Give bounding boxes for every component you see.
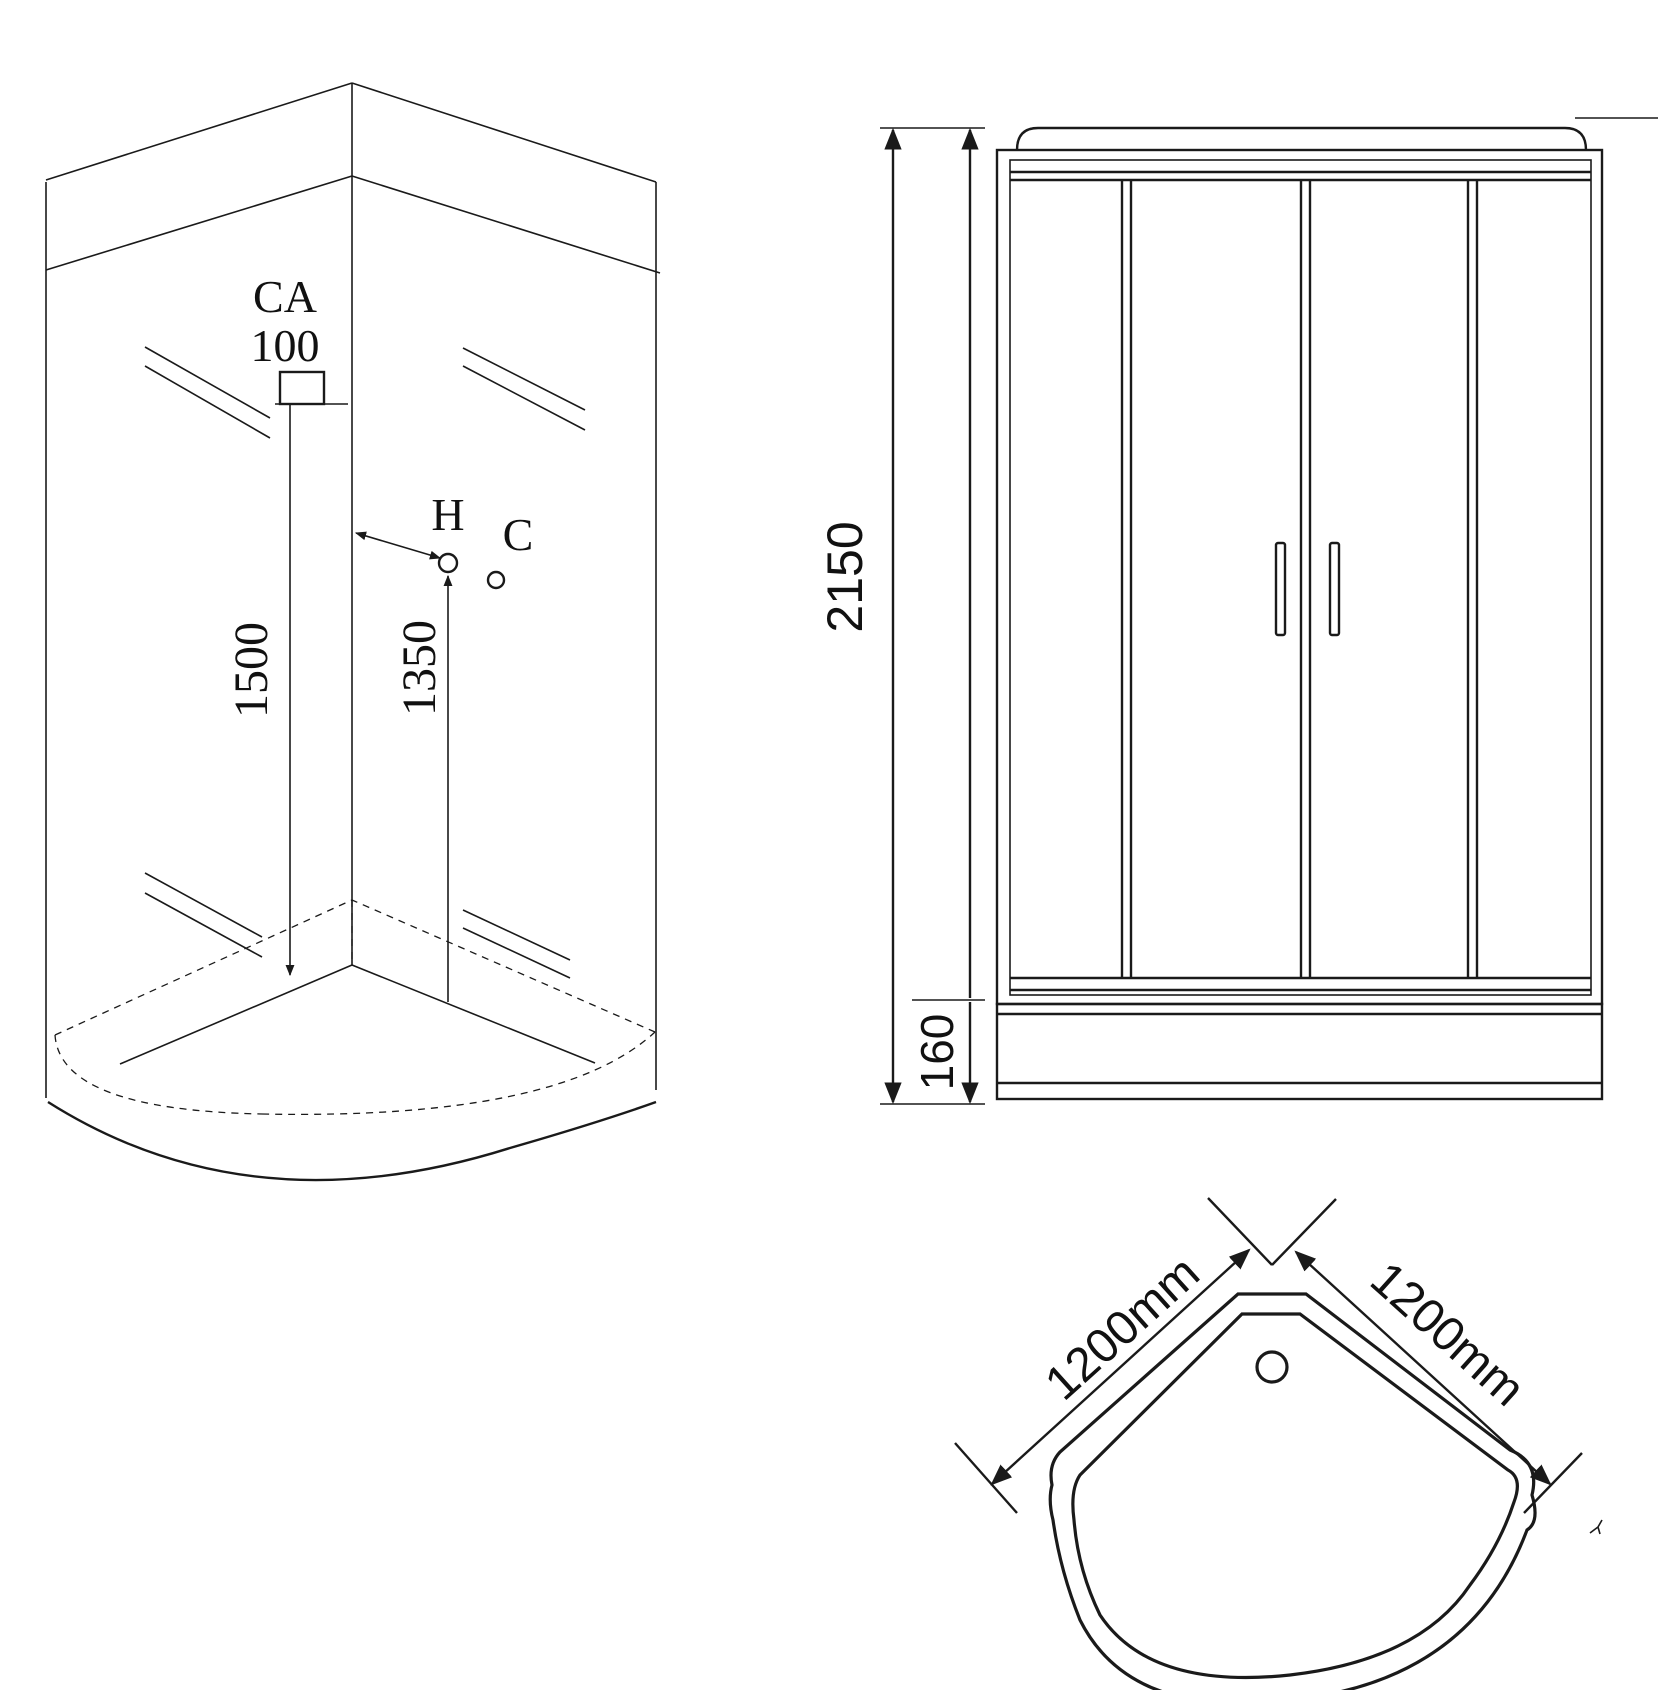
plan-corner-ticks	[954, 1197, 1583, 1514]
front-elevation: 2150 160	[817, 117, 1658, 1105]
tray-base	[995, 1002, 1604, 1101]
tray-height-label: 160	[911, 1014, 963, 1091]
left-door-handle	[1274, 541, 1287, 637]
isometric-view: CA 100 1500 H C 1350	[45, 82, 661, 1182]
ca-label-line1: CA	[253, 271, 317, 322]
ca-height-label: 1500	[225, 622, 278, 718]
glass-reflection-marks	[144, 346, 586, 979]
corner-walls	[45, 82, 661, 1098]
drain-hole	[1255, 1350, 1289, 1384]
tray-outer-outline	[1048, 1292, 1537, 1690]
tray-front-curve	[47, 1100, 657, 1182]
top-cap	[1015, 126, 1588, 151]
ca-label-line2: 100	[251, 320, 320, 371]
ca-outlet-box	[278, 370, 326, 406]
cold-label: C	[503, 509, 534, 560]
hc-offset-dimension-line	[354, 531, 442, 560]
hot-water-inlet	[437, 552, 459, 574]
hot-label: H	[431, 489, 464, 540]
hc-height-label: 1350	[393, 620, 446, 716]
outer-frame	[995, 148, 1604, 1006]
door-panel-divisions	[1120, 180, 1479, 978]
cold-water-inlet	[486, 570, 506, 590]
left-side-dimension-line	[990, 1248, 1251, 1486]
right-side-dimension-line	[1294, 1250, 1552, 1486]
tray-dashed-outline	[54, 899, 656, 1116]
plan-view: 1200mm 1200mm	[954, 1197, 1603, 1690]
right-door-handle	[1328, 541, 1341, 637]
tray-inner-outline	[1071, 1312, 1519, 1680]
total-height-label: 2150	[817, 521, 873, 632]
left-side-length-label: 1200mm	[1036, 1246, 1210, 1410]
